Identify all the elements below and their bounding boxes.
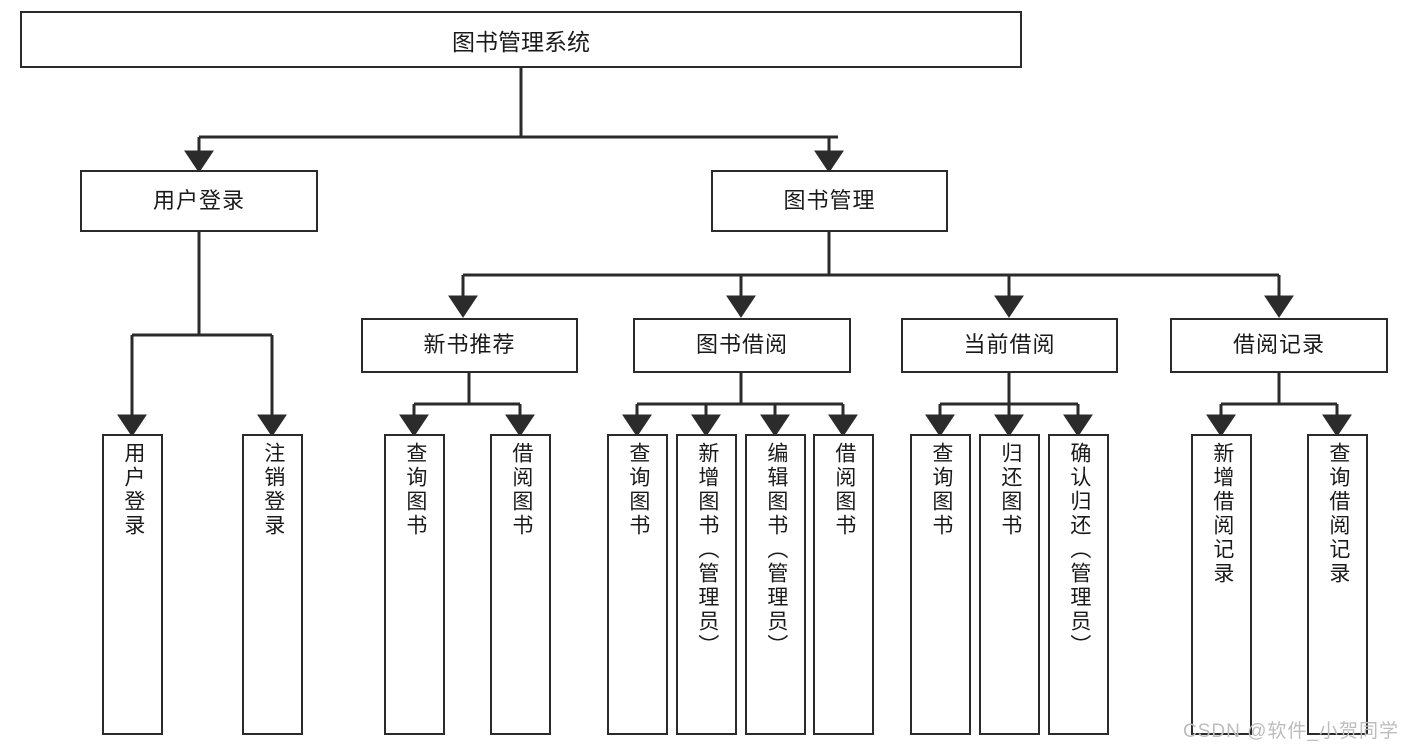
- node-book-borrow[interactable]: 图书借阅: [633, 318, 851, 373]
- leaf-confirm-return-label: 确认归还（管理员）: [1067, 442, 1091, 658]
- leaf-return-book[interactable]: 归还图书: [979, 434, 1040, 735]
- node-new-book-rec-label: 新书推荐: [423, 332, 516, 358]
- node-book-manage-label: 图书管理: [783, 187, 876, 213]
- leaf-add-book[interactable]: 新增图书（管理员）: [676, 434, 737, 735]
- leaf-logout-label: 注销登录: [261, 442, 285, 538]
- leaf-query-book-1-label: 查询图书: [403, 442, 427, 538]
- node-new-book-rec[interactable]: 新书推荐: [361, 318, 578, 373]
- leaf-query-book-1[interactable]: 查询图书: [384, 434, 445, 735]
- leaf-logout[interactable]: 注销登录: [242, 434, 303, 735]
- leaf-query-record[interactable]: 查询借阅记录: [1307, 434, 1368, 735]
- node-borrow-record-label: 借阅记录: [1232, 332, 1325, 358]
- node-borrow-record[interactable]: 借阅记录: [1170, 318, 1388, 373]
- leaf-user-login-label: 用户登录: [121, 442, 145, 538]
- leaf-user-login[interactable]: 用户登录: [102, 434, 163, 735]
- node-book-manage[interactable]: 图书管理: [711, 170, 948, 232]
- leaf-add-record[interactable]: 新增借阅记录: [1191, 434, 1252, 735]
- leaf-query-book-2-label: 查询图书: [626, 442, 650, 538]
- node-current-borrow[interactable]: 当前借阅: [901, 318, 1118, 373]
- leaf-query-book-3[interactable]: 查询图书: [910, 434, 971, 735]
- leaf-confirm-return[interactable]: 确认归还（管理员）: [1048, 434, 1109, 735]
- leaf-borrow-book-1[interactable]: 借阅图书: [490, 434, 551, 735]
- leaf-add-book-label: 新增图书（管理员）: [695, 442, 719, 658]
- node-book-borrow-label: 图书借阅: [695, 332, 788, 358]
- leaf-query-book-2[interactable]: 查询图书: [607, 434, 668, 735]
- leaf-add-record-label: 新增借阅记录: [1210, 442, 1234, 586]
- watermark: CSDN @软件_小贺同学: [1183, 721, 1399, 742]
- leaf-edit-book-label: 编辑图书（管理员）: [764, 442, 788, 658]
- leaf-borrow-book-2[interactable]: 借阅图书: [813, 434, 874, 735]
- node-root-label: 图书管理系统: [452, 28, 590, 55]
- node-user-login-label: 用户登录: [152, 187, 245, 213]
- node-user-login[interactable]: 用户登录: [80, 170, 318, 232]
- node-root[interactable]: 图书管理系统: [20, 11, 1022, 68]
- leaf-query-record-label: 查询借阅记录: [1326, 442, 1350, 586]
- leaf-borrow-book-2-label: 借阅图书: [832, 442, 856, 538]
- leaf-query-book-3-label: 查询图书: [929, 442, 953, 538]
- leaf-edit-book[interactable]: 编辑图书（管理员）: [745, 434, 806, 735]
- leaf-borrow-book-1-label: 借阅图书: [509, 442, 533, 538]
- node-current-borrow-label: 当前借阅: [963, 332, 1056, 358]
- leaf-return-book-label: 归还图书: [998, 442, 1022, 538]
